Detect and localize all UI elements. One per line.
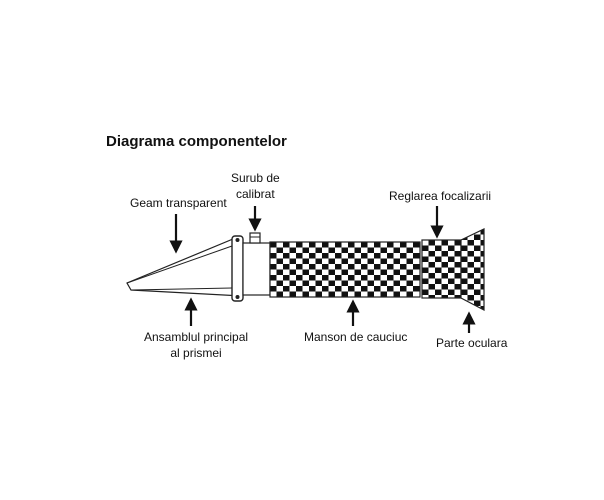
flange-ring bbox=[231, 235, 244, 302]
diagram-title: Diagrama componentelor bbox=[106, 133, 287, 150]
label-parte-oculara: Parte oculara bbox=[436, 336, 508, 350]
label-geam-transparent: Geam transparent bbox=[130, 196, 227, 210]
prism-assembly bbox=[126, 238, 243, 297]
label-reglarea-focalizarii: Reglarea focalizarii bbox=[389, 189, 492, 203]
label-surub-de-calibrat: Surub de calibrat bbox=[231, 171, 280, 201]
calibration-screw bbox=[249, 232, 261, 244]
rubber-sleeve bbox=[269, 241, 421, 298]
label-ansamblul-principal: Ansamblul principal al prismei bbox=[144, 330, 249, 360]
focus-adjustment-ring bbox=[421, 239, 462, 299]
label-manson-de-cauciuc: Manson de cauciuc bbox=[304, 330, 408, 344]
main-body bbox=[242, 242, 271, 296]
eyepiece bbox=[460, 228, 485, 311]
